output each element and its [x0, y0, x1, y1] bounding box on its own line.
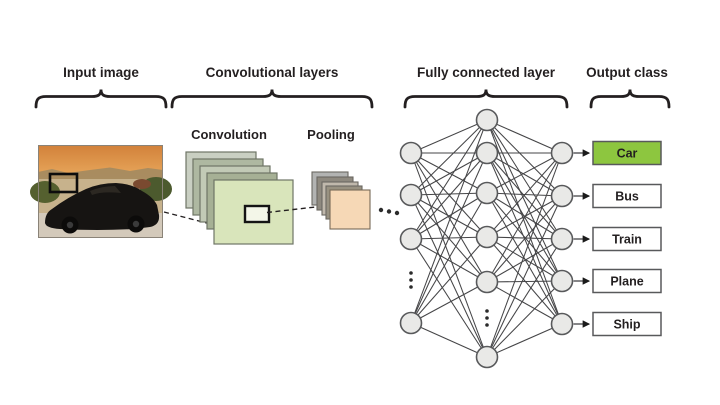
fc-edge	[486, 195, 563, 283]
fc-node	[550, 269, 574, 293]
output-box-ship: Ship	[592, 311, 662, 337]
column-ellipsis-dot	[485, 323, 489, 327]
fc-node	[475, 225, 499, 249]
input-image-brace	[34, 89, 168, 109]
fc-edge	[486, 236, 563, 325]
output-label-train: Train	[612, 233, 642, 247]
fc-edge	[486, 280, 563, 358]
output-box-train: Train	[592, 226, 662, 252]
fully-connected-layer-title: Fully connected layer	[417, 65, 556, 80]
fc-edge	[486, 119, 563, 154]
fc-node	[550, 184, 574, 208]
fc-edge	[410, 152, 488, 358]
convolution-stack	[185, 151, 294, 245]
column-ellipsis-dot	[409, 285, 413, 289]
fc-edge	[486, 281, 563, 325]
ellipsis-dot	[386, 209, 392, 214]
output-label-ship: Ship	[613, 318, 640, 332]
fc-edge	[486, 152, 563, 240]
conv-layers-brace	[170, 89, 374, 109]
fc-edge	[410, 119, 488, 240]
fc-edge	[410, 119, 488, 196]
output-label-car: Car	[617, 147, 638, 161]
pooling-label: Pooling	[307, 127, 355, 142]
output-class-brace	[589, 89, 671, 109]
fc-node	[550, 141, 574, 165]
fc-edge	[486, 238, 563, 283]
fc-edge	[486, 152, 563, 238]
fc-edge	[410, 322, 488, 358]
fc-edge	[410, 238, 488, 358]
output-box-car: Car	[592, 140, 662, 166]
fc-node	[475, 345, 499, 369]
fc-edge	[486, 195, 563, 358]
fc-node	[399, 311, 423, 335]
fc-edge	[486, 323, 563, 358]
convolutional-layers-title: Convolutional layers	[206, 65, 339, 80]
fc-node	[475, 181, 499, 205]
fc-node	[475, 270, 499, 294]
column-ellipsis-dot	[409, 278, 413, 282]
fc-edge	[410, 192, 488, 240]
fc-edge	[486, 119, 563, 240]
fc-edge	[410, 236, 488, 324]
fc-edge	[486, 280, 563, 283]
fc-edge	[486, 119, 563, 325]
fc-edge	[410, 152, 488, 194]
ellipsis-dot	[394, 210, 400, 216]
fc-edge	[486, 236, 563, 282]
fc-edge	[486, 238, 563, 358]
fc-edge	[486, 152, 563, 194]
fully-connected-brace	[403, 89, 569, 109]
fc-node	[399, 141, 423, 165]
input-image-title: Input image	[63, 65, 139, 80]
fc-edge	[410, 152, 488, 238]
output-box-bus: Bus	[592, 183, 662, 209]
fc-edge	[410, 192, 488, 324]
fc-edge	[410, 152, 488, 324]
column-ellipsis-dot	[485, 316, 489, 320]
fc-edge	[486, 119, 563, 197]
fc-node	[399, 183, 423, 207]
fc-edge	[410, 192, 488, 196]
column-ellipsis-dot	[409, 271, 413, 275]
fc-edge	[486, 152, 563, 358]
pooling-stack	[311, 171, 371, 230]
fc-edge	[410, 152, 488, 196]
image-patch-rect	[48, 172, 79, 194]
fc-edge	[486, 152, 563, 197]
fc-edge	[410, 281, 488, 324]
fc-node	[550, 312, 574, 336]
output-boxes: Car Bus Train Plane Ship	[592, 140, 662, 337]
input-car-photo	[30, 145, 172, 238]
fc-edge	[410, 152, 488, 283]
fc-edge	[486, 152, 563, 283]
pool-layer-front	[329, 189, 371, 230]
continuation-dots	[378, 207, 400, 216]
conv-kernel-rect	[243, 204, 271, 224]
ellipsis-dot	[378, 207, 384, 213]
fc-edge	[410, 194, 488, 358]
fc-node	[475, 141, 499, 165]
fc-edge	[410, 152, 488, 240]
fc-node	[399, 227, 423, 251]
fc-edge	[486, 236, 563, 240]
fc-edge	[486, 119, 563, 282]
column-ellipsis-dot	[485, 309, 489, 313]
output-label-bus: Bus	[615, 190, 639, 204]
fc-node	[550, 227, 574, 251]
fc-node	[475, 108, 499, 132]
output-label-plane: Plane	[610, 275, 643, 289]
fc-edge	[410, 119, 488, 324]
fc-edge	[410, 119, 488, 154]
fc-edge	[410, 238, 488, 283]
output-box-plane: Plane	[592, 268, 662, 294]
output-class-title: Output class	[586, 65, 668, 80]
fc-edge	[486, 192, 563, 282]
convolution-label: Convolution	[191, 127, 267, 142]
fully-connected-network	[399, 108, 591, 369]
